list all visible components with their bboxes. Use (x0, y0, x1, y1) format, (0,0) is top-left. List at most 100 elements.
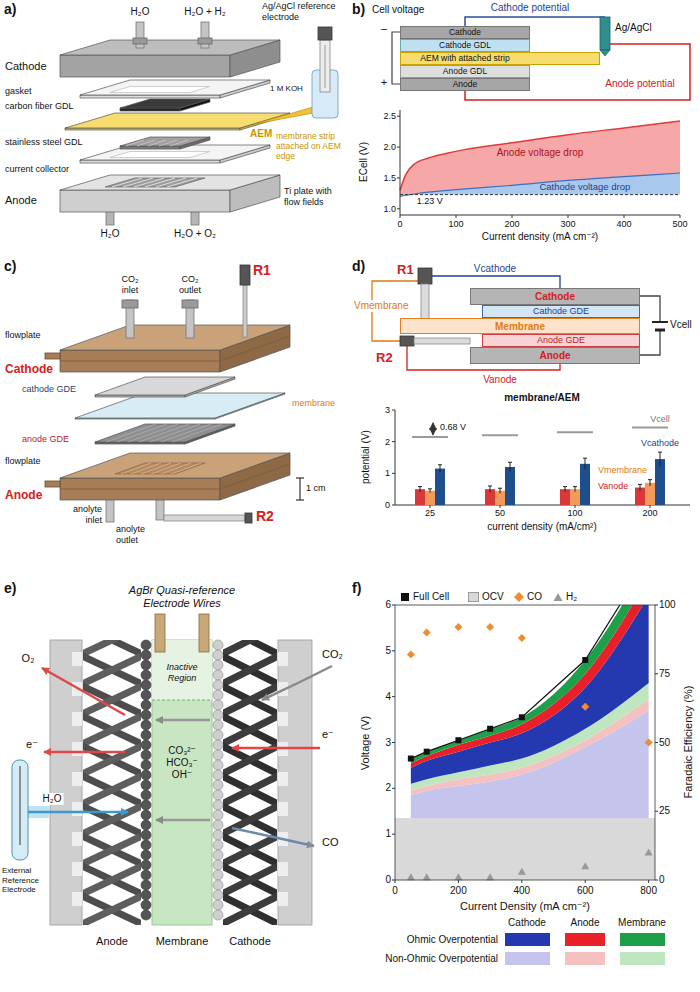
flow-channel (278, 892, 288, 906)
axis-title: Current density (mA cm⁻²) (482, 231, 598, 243)
legend-item: OCV (468, 591, 504, 602)
figure-label: Cathode potential (491, 2, 569, 14)
label-holder: 1 (385, 828, 391, 840)
electron-arrow (232, 747, 320, 750)
label-holder: carbon fiber GDL (5, 101, 74, 112)
figure-label: current collector (5, 164, 69, 175)
error-bar (428, 488, 432, 489)
catalyst-particle (213, 900, 223, 910)
layer-label: Anode GDL (443, 67, 487, 76)
catalyst-particle (141, 910, 151, 920)
carbon-gdl-front (120, 108, 180, 111)
tick-label: 200 (450, 885, 467, 897)
label-holder: membrane/AEM (504, 392, 580, 404)
tick-mark (655, 811, 658, 812)
tick-mark (392, 473, 395, 474)
tick-label: 2 (385, 782, 391, 794)
flowplate (60, 453, 290, 500)
fiber (223, 640, 277, 655)
axis-title: potential (V) (360, 430, 372, 484)
error-bar (420, 487, 421, 492)
h2-marker (581, 862, 589, 869)
plate-seam (60, 336, 290, 361)
tick-label: 600 (577, 885, 594, 897)
label-holder: Voltage (V) (359, 715, 372, 769)
flow-channel (72, 652, 82, 666)
water-arrow (28, 811, 128, 814)
label-holder: cathode GDE (22, 384, 76, 395)
voltage-wire (432, 276, 560, 288)
tick-label: 4 (385, 691, 391, 703)
layer-box: Membrane (400, 318, 640, 334)
panel-b-art (392, 17, 690, 218)
tick-label: 100 (448, 219, 463, 230)
mesh-line (161, 424, 211, 442)
layer-label: Cathode GDL (439, 41, 491, 50)
fiber (223, 895, 277, 925)
fiber (83, 655, 141, 685)
fiber (83, 745, 141, 775)
flow-channel (72, 712, 82, 726)
fiber (223, 865, 277, 895)
tick-mark (397, 116, 400, 117)
legend-text: OCV (482, 591, 504, 602)
full-cell-line (411, 605, 649, 759)
catalyst-particle (141, 740, 151, 750)
tick-mark (458, 880, 459, 883)
flow-channel (72, 862, 82, 876)
fiber (83, 835, 141, 865)
potential-bar (645, 483, 655, 505)
label-holder: CO₂ outlet (170, 274, 210, 296)
label-holder: Vcathode (474, 263, 516, 275)
catalyst-particle (141, 870, 151, 880)
label-holder: 1 cm (306, 483, 326, 494)
tick-mark (680, 215, 681, 218)
figure-label: anolyte outlet (116, 524, 162, 546)
label-holder: CO₂ (322, 648, 343, 661)
label-holder: 300 (560, 219, 575, 230)
tube-nut (122, 300, 138, 308)
tick-label: 0 (385, 874, 391, 886)
error-bar (430, 489, 431, 493)
battery-symbol (655, 329, 665, 332)
error-bar (573, 486, 577, 487)
difference-arrow (433, 423, 434, 435)
scale-bar (296, 477, 304, 478)
voltage-wire (640, 296, 660, 322)
legend-marker-shape (401, 593, 409, 601)
tick-mark (456, 215, 457, 218)
tick-label: 6 (385, 599, 391, 611)
reference-electrode (421, 284, 429, 322)
electron-arrow (44, 751, 125, 754)
label-holder: 75 (659, 668, 670, 680)
electrode-body (320, 40, 330, 92)
fiber (83, 685, 141, 715)
mesh-line (148, 140, 166, 146)
figure-label: R2 (256, 508, 274, 525)
label-holder: flowplate (5, 330, 41, 341)
tick-label: 200 (642, 508, 657, 519)
mesh-line (128, 424, 178, 442)
figure-label: R1 (253, 262, 271, 279)
catalyst-particle (213, 840, 223, 850)
reference-electrode (243, 285, 247, 337)
label-holder: flowplate (5, 456, 41, 467)
label-holder: current collector (5, 164, 69, 175)
tick-label: 3 (385, 737, 391, 749)
fiber (223, 655, 277, 685)
figure-label: 1 M KOH (270, 84, 303, 94)
tick-label: 0 (392, 885, 398, 897)
label-holder: 4 (385, 691, 391, 703)
tick-label: 25 (659, 805, 670, 817)
label-holder: CO₃²⁻ HCO₃⁻ OH⁻ (160, 745, 204, 781)
label-holder: b) (352, 1, 365, 18)
fiber (223, 715, 277, 745)
overpotential-area (411, 605, 649, 763)
label-holder: stainless steel GDL (5, 137, 83, 148)
gasket-window (110, 152, 210, 158)
flow-channel (72, 772, 82, 786)
fiber (223, 640, 277, 655)
flowplate-top (60, 325, 290, 350)
battery-symbol (652, 321, 668, 323)
